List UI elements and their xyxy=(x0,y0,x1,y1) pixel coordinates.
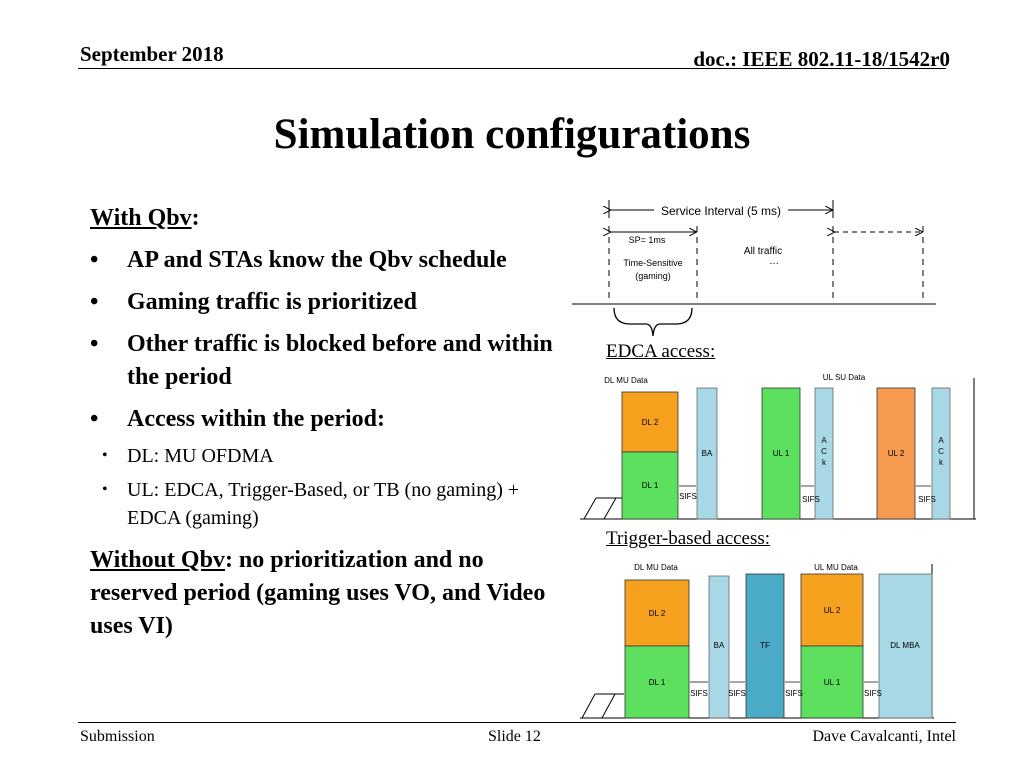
svg-text:C: C xyxy=(821,447,827,456)
trigger-dl-mu-label: DL MU Data xyxy=(634,563,678,572)
footer-author: Dave Cavalcanti, Intel xyxy=(812,728,957,745)
all-traffic-label: All traffic xyxy=(744,246,782,257)
trigger-ba-block xyxy=(708,575,730,719)
svg-text:SIFS: SIFS xyxy=(679,492,697,501)
svg-text:TF: TF xyxy=(760,641,770,650)
trigger-dl-mba-block xyxy=(878,573,933,719)
header-date: September 2018 xyxy=(80,42,224,66)
svg-text:BA: BA xyxy=(702,449,713,458)
svg-text:k: k xyxy=(822,458,827,467)
svg-text:SIFS: SIFS xyxy=(728,689,746,698)
without-qbv-label: Without Qbv xyxy=(90,547,225,573)
svg-text:UL 1: UL 1 xyxy=(824,678,841,687)
edca-ul-su-label: UL SU Data xyxy=(823,373,866,382)
edca-dl2-block xyxy=(621,391,679,453)
svg-text:DL 1: DL 1 xyxy=(642,481,659,490)
trigger-ul1-block xyxy=(800,645,864,719)
svg-text:A: A xyxy=(938,436,944,445)
trigger-tf-block xyxy=(745,573,785,719)
trigger-diagram: DL MU Data UL MU Data DL 2 DL 1 BA TF UL… xyxy=(580,563,934,719)
svg-text:SIFS: SIFS xyxy=(918,495,936,504)
edca-ba-block xyxy=(696,387,718,520)
svg-text:SIFS: SIFS xyxy=(785,689,803,698)
service-interval-label: Service Interval (5 ms) xyxy=(661,204,781,218)
trigger-dl2-block xyxy=(624,579,690,647)
svg-text:C: C xyxy=(938,447,944,456)
trigger-ul2-block xyxy=(800,573,864,647)
sub-bullet-2: UL: EDCA, Trigger-Based, or TB (no gamin… xyxy=(90,476,570,532)
edca-diagram: DL MU Data UL SU Data DL 2 DL 1 BA UL 1 … xyxy=(580,373,976,520)
edca-ul2-block xyxy=(876,387,916,520)
brace-icon xyxy=(613,307,693,337)
svg-text:SIFS: SIFS xyxy=(864,689,882,698)
svg-text:DL MBA: DL MBA xyxy=(890,641,920,650)
ts-label-2: (gaming) xyxy=(635,271,671,281)
sub-bullet-1: DL: MU OFDMA xyxy=(90,442,570,470)
footer-rule xyxy=(78,722,956,723)
page-title: Simulation configurations xyxy=(273,111,751,158)
svg-text:UL 1: UL 1 xyxy=(773,449,790,458)
service-interval-diagram: Service Interval (5 ms) SP= 1ms Time-Sen… xyxy=(572,200,936,337)
svg-text:UL 2: UL 2 xyxy=(888,449,905,458)
with-qbv-heading: With Qbv: xyxy=(90,205,200,231)
edca-dl-mu-label: DL MU Data xyxy=(604,376,648,385)
trigger-section-label: Trigger-based access: xyxy=(606,528,771,549)
header-doc-id: doc.: IEEE 802.11-18/1542r0 xyxy=(693,47,950,71)
edca-ack1-block xyxy=(814,387,834,520)
footer-submission: Submission xyxy=(80,728,155,745)
edca-ul1-block xyxy=(761,387,801,520)
trigger-dl1-block xyxy=(624,645,690,719)
bullet-1: AP and STAs know the Qbv schedule xyxy=(90,244,570,277)
with-qbv-label: With Qbv xyxy=(90,205,192,231)
svg-text:SIFS: SIFS xyxy=(802,495,820,504)
bullet-2: Gaming traffic is prioritized xyxy=(90,286,570,319)
svg-text:SIFS: SIFS xyxy=(690,689,708,698)
footer-slide-number: Slide 12 xyxy=(488,728,541,745)
svg-text:A: A xyxy=(821,436,827,445)
svg-text:k: k xyxy=(939,458,944,467)
edca-section-label: EDCA access: xyxy=(606,341,716,362)
edca-dl1-block xyxy=(621,451,679,520)
header-rule xyxy=(78,68,946,69)
svg-text:DL 2: DL 2 xyxy=(642,418,659,427)
trigger-ul-mu-label: UL MU Data xyxy=(814,563,858,572)
bullet-4: Access within the period: xyxy=(90,403,570,436)
ts-label-1: Time-Sensitive xyxy=(623,258,682,268)
svg-text:DL 1: DL 1 xyxy=(649,678,666,687)
ellipsis-label: … xyxy=(769,256,779,267)
edca-ack2-block xyxy=(931,387,951,520)
svg-text:UL 2: UL 2 xyxy=(824,606,841,615)
body-text: With Qbv: AP and STAs know the Qbv sched… xyxy=(90,202,570,643)
svg-text:BA: BA xyxy=(714,641,725,650)
without-qbv-paragraph: Without Qbv: no prioritization and no re… xyxy=(90,547,546,639)
svg-text:DL 2: DL 2 xyxy=(649,609,666,618)
sp-label: SP= 1ms xyxy=(629,235,666,245)
bullet-3: Other traffic is blocked before and with… xyxy=(90,328,570,394)
